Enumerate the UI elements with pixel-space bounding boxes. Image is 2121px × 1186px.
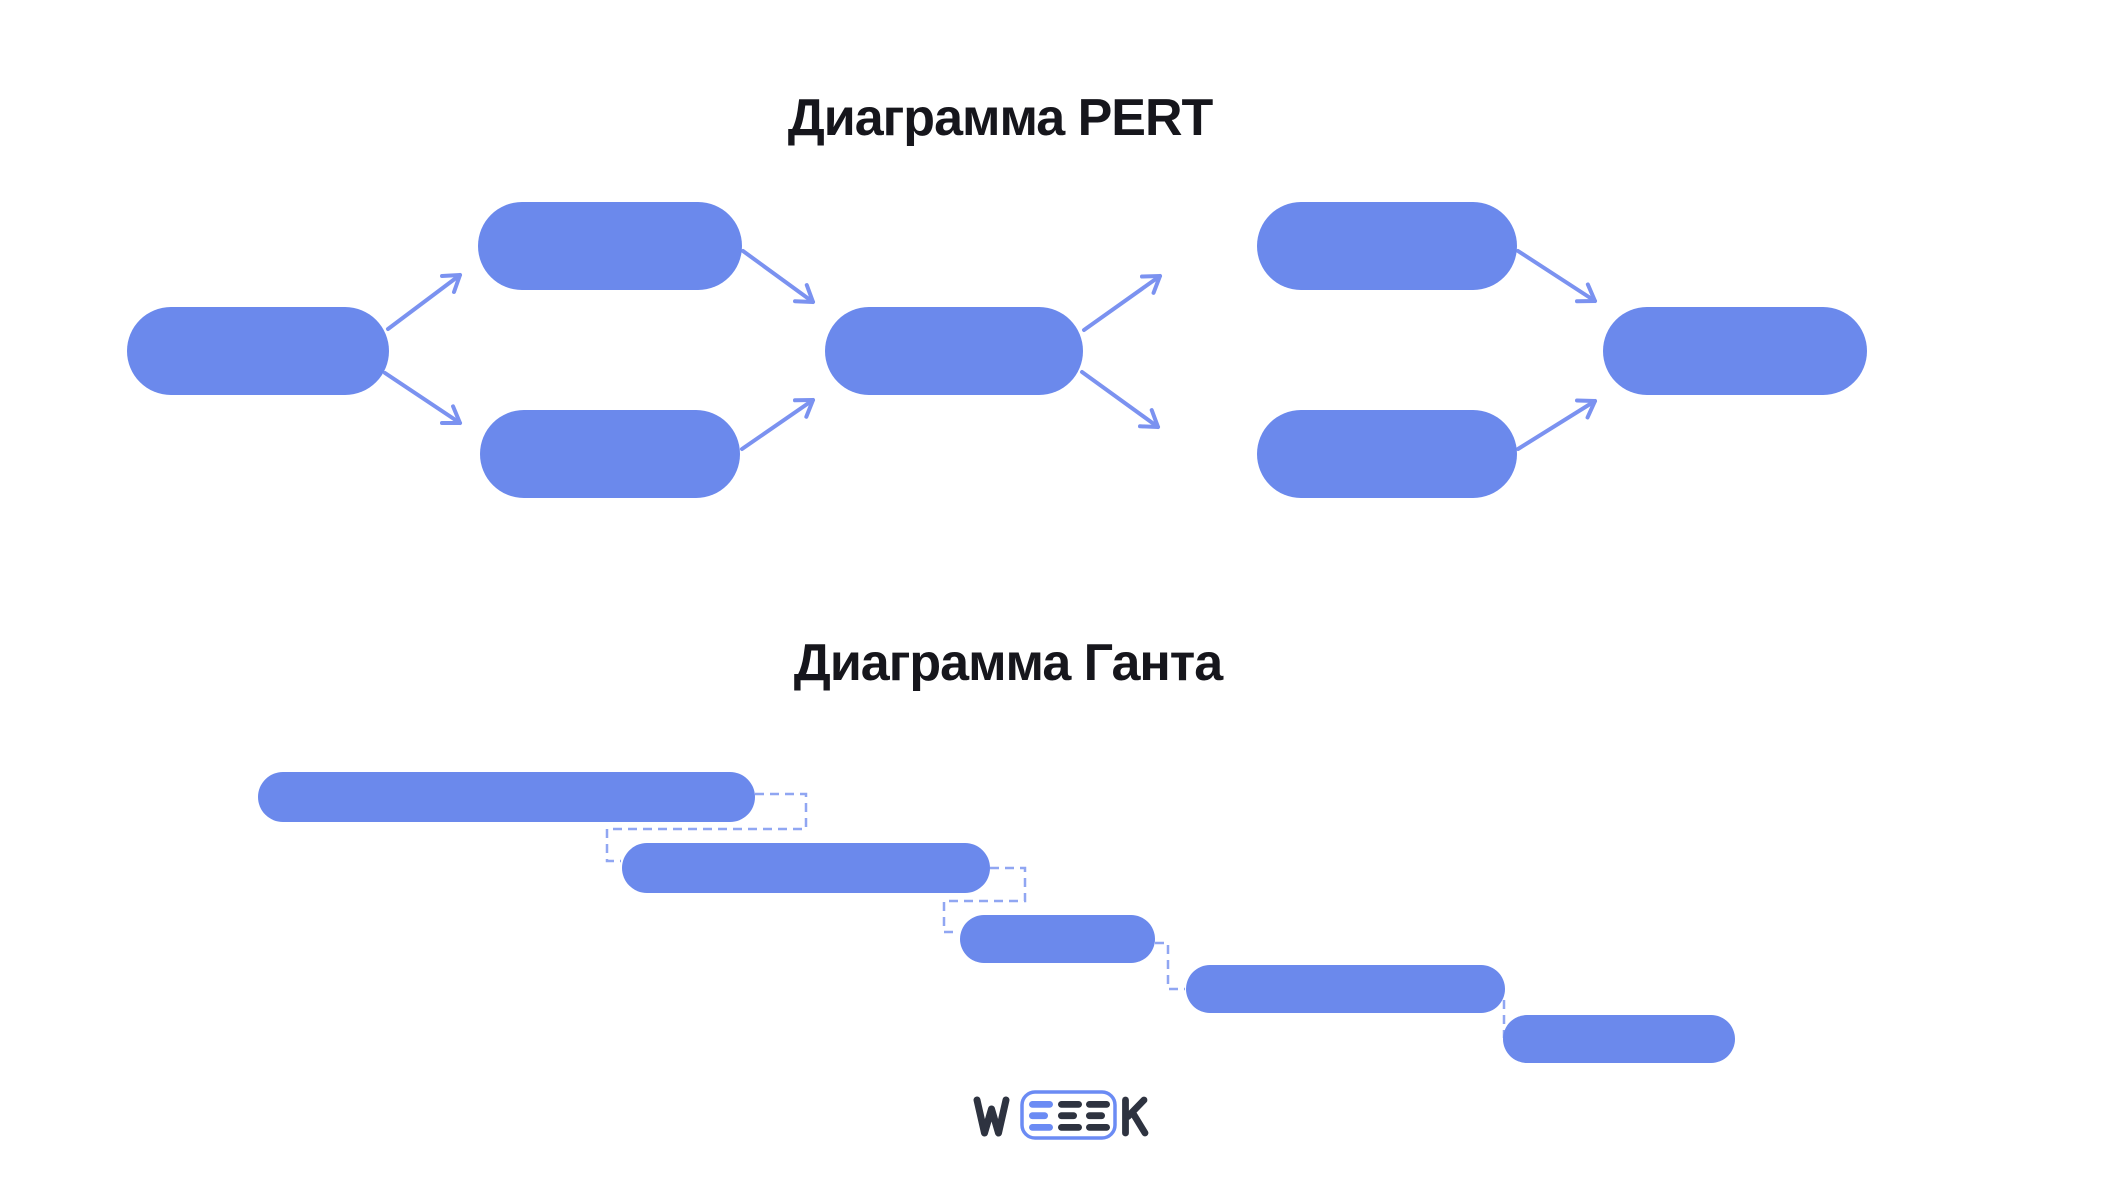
gantt-bar-task-5 [1503, 1015, 1735, 1063]
gantt-bar-task-3 [960, 915, 1155, 963]
pert-arrow-1 [386, 273, 462, 331]
gantt-bar-task-2 [622, 843, 990, 893]
pert-node-middle [825, 307, 1083, 395]
pert-arrows [383, 249, 1597, 451]
gantt-connector-task-1-to-task-2 [605, 792, 808, 863]
pert-node-end [1603, 307, 1867, 395]
pert-node-branch-bot-2 [1257, 410, 1517, 498]
pert-arrow-3 [741, 249, 815, 304]
pert-arrow-6 [1080, 370, 1160, 429]
logo-e-box [1020, 1090, 1117, 1140]
pert-node-branch-bot-1 [480, 410, 740, 498]
gantt-bar-task-4 [1186, 965, 1505, 1013]
gantt-connectors [605, 792, 1506, 1038]
logo-e-glyph-dark-2 [1086, 1101, 1110, 1131]
pert-node-branch-top-1 [478, 202, 742, 290]
gantt-connector-task-3-to-task-4 [1155, 941, 1185, 991]
logo-e-glyph-blue [1029, 1101, 1053, 1131]
pert-arrow-4 [740, 398, 815, 451]
pert-arrow-5 [1082, 274, 1162, 332]
logo-letter-w [973, 1096, 1010, 1137]
gantt-connector-task-2-to-task-3 [942, 866, 1027, 934]
logo-e-glyph-dark-1 [1058, 1101, 1082, 1131]
pert-arrow-8 [1516, 398, 1597, 451]
logo-letter-k [1122, 1096, 1149, 1137]
gantt-title: Диаграмма Ганта [793, 634, 1223, 692]
pert-node-branch-top-2 [1257, 202, 1517, 290]
pert-arrow-7 [1516, 249, 1597, 304]
pert-node-start [127, 307, 389, 395]
gantt-bar-task-1 [258, 772, 755, 822]
weeek-logo [973, 1090, 1149, 1140]
pert-arrow-2 [383, 371, 462, 425]
pert-title: Диаграмма PERT [787, 89, 1214, 147]
